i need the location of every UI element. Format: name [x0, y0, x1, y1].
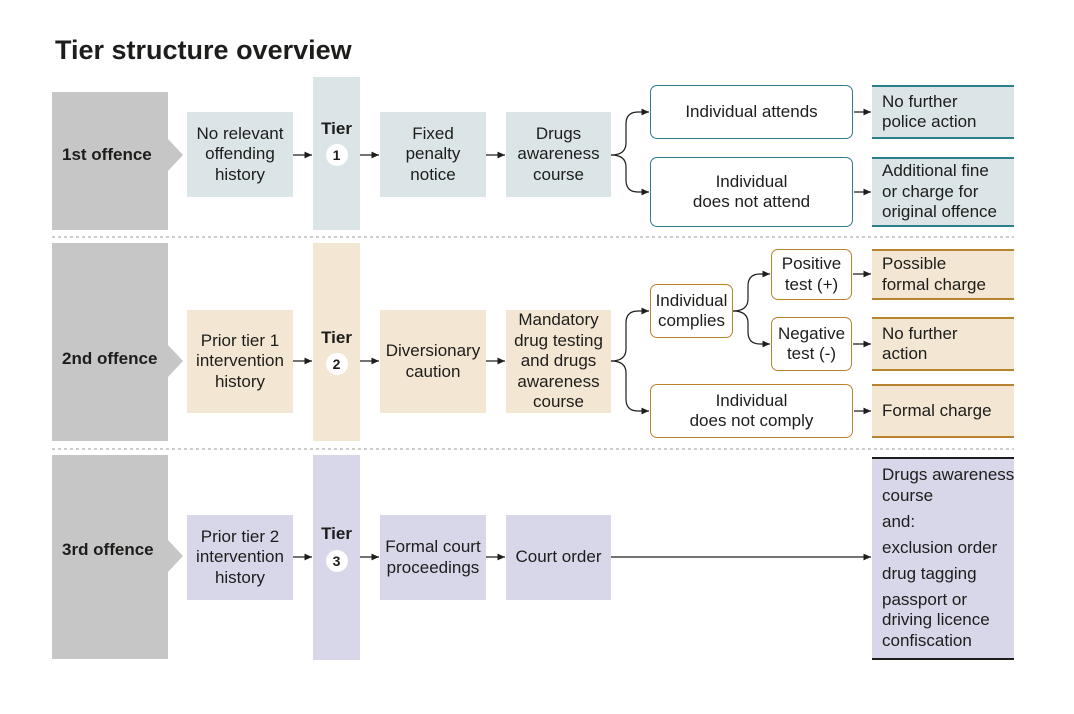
page-title: Tier structure overview	[55, 35, 352, 65]
offence-panel-2nd: 2nd offence	[52, 243, 183, 441]
tier-number-badge: 1	[325, 144, 348, 166]
outcome-order-item: exclusion order	[882, 537, 998, 557]
tier-column-1: Tier 1	[313, 77, 360, 230]
requirement-box: Drugs awareness course	[506, 112, 611, 197]
intervention-box: Diversionary caution	[380, 310, 486, 413]
intervention-box: Fixed penalty notice	[380, 112, 486, 197]
requirement-box: Court order	[506, 515, 611, 600]
offence-panel-1st: 1st offence	[52, 92, 183, 230]
branch-arrow-upper	[610, 307, 649, 362]
decision-box-does-not-attend: Individual does not attend	[650, 157, 853, 227]
test-branch-arrow-lower	[732, 310, 770, 348]
outcome-box-court-order-conditions: Drugs awareness course and: exclusion or…	[872, 457, 1014, 660]
outcome-box-no-further-action: No further police action	[872, 85, 1014, 139]
outcome-box-formal-charge: Formal charge	[872, 384, 1014, 438]
history-box: Prior tier 1 intervention history	[187, 310, 293, 413]
tier-column-3: Tier 3	[313, 455, 360, 660]
tier-label: Tier	[321, 328, 352, 347]
tier-column-2: Tier 2	[313, 243, 360, 441]
intervention-box: Formal court proceedings	[380, 515, 486, 600]
branch-arrow-lower	[610, 154, 649, 196]
requirement-box: Mandatory drug testing and drugs awarene…	[506, 310, 611, 413]
outcome-box-additional-fine: Additional fine or charge for original o…	[872, 157, 1014, 227]
tier-number-badge: 3	[325, 550, 348, 572]
outcome-connector: and:	[882, 511, 916, 531]
tier-label: Tier	[321, 524, 352, 543]
offence-panel-3rd: 3rd offence	[52, 455, 183, 659]
outcome-order-item: passport or driving licence confiscation	[882, 589, 990, 650]
branch-arrow-lower	[610, 360, 649, 415]
offence-label: 2nd offence	[62, 349, 158, 368]
outcome-box-possible-formal-charge: Possible formal charge	[872, 249, 1014, 300]
decision-box-attends: Individual attends	[650, 85, 853, 139]
branch-arrow-upper	[610, 108, 649, 156]
test-box-negative: Negative test (-)	[771, 317, 852, 371]
test-branch-arrow-upper	[732, 270, 770, 312]
decision-box-does-not-comply: Individual does not comply	[650, 384, 853, 438]
history-box: No relevant offending history	[187, 112, 293, 197]
test-box-positive: Positive test (+)	[771, 249, 852, 300]
outcome-box-no-further-action: No further action	[872, 317, 1014, 371]
outcome-order-item: drug tagging	[882, 563, 977, 583]
outcome-course: Drugs awareness course	[882, 465, 1015, 505]
offence-label: 3rd offence	[62, 540, 154, 559]
history-box: Prior tier 2 intervention history	[187, 515, 293, 600]
tier-label: Tier	[321, 119, 352, 138]
offence-label: 1st offence	[62, 145, 152, 164]
decision-box-complies: Individual complies	[650, 284, 733, 338]
tier-number-badge: 2	[325, 353, 348, 375]
